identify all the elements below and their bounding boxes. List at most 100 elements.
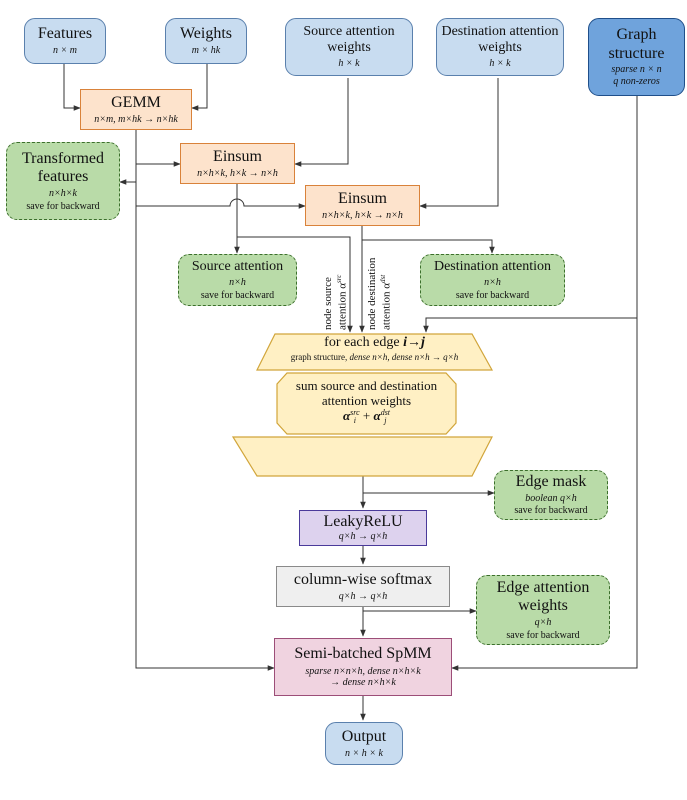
graph-structure-node: Graph structure sparse n × n q non-zeros <box>588 18 685 96</box>
output-title: Output <box>341 727 387 745</box>
source-attention-node: Source attention n×h save for backward <box>178 254 297 306</box>
gemm-title: GEMM <box>111 93 161 111</box>
spmm-shape-line2: → dense n×h×k <box>330 677 396 689</box>
softmax-title: column-wise softmax <box>293 570 433 588</box>
destination-attention-save: save for backward <box>455 289 530 301</box>
softmax-shape: q×h → q×h <box>338 590 388 602</box>
weights-title: Weights <box>179 25 233 43</box>
destination-attention-weights-title: Destination attention weights <box>441 24 559 56</box>
softmax-node: column-wise softmax q×h → q×h <box>276 566 450 607</box>
sum-src-sup: src <box>350 407 360 417</box>
wire-trunk-einsum2 <box>136 198 306 209</box>
sum-alpha-i: α <box>342 407 351 423</box>
for-each-edge-title: for each edge i→j <box>257 335 492 351</box>
wire-graph-foreach <box>423 96 638 333</box>
wire-graph-spmm <box>451 318 638 671</box>
weights-shape: m × hk <box>191 45 221 57</box>
einsum-source-title: Einsum <box>213 147 262 165</box>
wire-dstw-einsum2 <box>419 78 499 209</box>
sum-attention-line1: sum source and destination <box>295 378 438 393</box>
node-source-attention-label: node source attention αsrc <box>322 275 349 330</box>
sum-attention-line2: attention weights <box>321 392 412 408</box>
gemm-shape: n×m, m×hk → n×hk <box>94 113 178 125</box>
graph-structure-nnz: q non-zeros <box>613 76 660 88</box>
output-shape: n × h × k <box>345 747 383 759</box>
destination-attention-weights-node: Destination attention weights h × k <box>436 18 564 76</box>
leakyrelu-node: LeakyReLU q×h → q×h <box>299 510 427 546</box>
source-attention-shape: n×h <box>229 277 246 289</box>
graph-structure-sparse-text: sparse n × n <box>611 63 662 75</box>
node-destination-attention-alpha: attention α <box>380 282 393 330</box>
wire-weights-gemm <box>191 64 208 111</box>
wire-gemm-trunk <box>135 130 275 671</box>
for-each-edge-text: for each edge i→j graph structure, dense… <box>257 335 492 362</box>
edge-mask-node: Edge mask boolean q×h save for backward <box>494 470 608 520</box>
wire-einsum2-dstattn <box>361 226 495 254</box>
destination-attention-node: Destination attention n×h save for backw… <box>420 254 565 306</box>
einsum-source-node: Einsum n×h×k, h×k → n×h <box>180 143 295 184</box>
for-each-edge-sub-plain: graph structure, <box>290 352 350 363</box>
for-each-edge-var: i→j <box>403 335 425 350</box>
spmm-node: Semi-batched SpMM sparse n×n×h, dense n×… <box>274 638 452 696</box>
for-each-edge-sub: graph structure, dense n×h, dense n×h → … <box>257 352 492 362</box>
edge-attention-weights-save: save for backward <box>506 629 580 641</box>
edge-attention-weights-title: Edge attention weights <box>496 578 590 614</box>
merge-shape <box>231 436 493 477</box>
for-each-edge-shape <box>256 333 494 371</box>
node-source-attention-line2: attention αsrc <box>335 275 349 330</box>
destination-attention-shape: n×h <box>484 277 501 289</box>
node-source-attention-alpha: attention α <box>336 282 349 330</box>
for-each-edge-sub-italic: dense n×h, dense n×h → q×h <box>349 352 459 363</box>
for-each-edge-prefix: for each edge <box>324 335 404 350</box>
sum-attention-text: sum source and destination attention wei… <box>277 378 456 425</box>
output-node: Output n × h × k <box>325 722 403 765</box>
edge-mask-shape: boolean q×h <box>525 492 577 504</box>
sum-j-sub: j <box>384 415 387 425</box>
spmm-title: Semi-batched SpMM <box>294 645 432 663</box>
transformed-features-node: Transformed features n×h×k save for back… <box>6 142 120 220</box>
sum-alpha-j: α <box>373 407 381 423</box>
spmm-shape-line1: sparse n×n×h, dense n×h×k <box>305 665 421 677</box>
einsum-destination-node: Einsum n×h×k, h×k → n×h <box>305 185 420 226</box>
transformed-features-title: Transformed features <box>21 149 105 185</box>
sum-dst-sup: dst <box>380 407 391 417</box>
destination-attention-title: Destination attention <box>433 258 552 274</box>
edge-mask-title: Edge mask <box>515 473 587 491</box>
edge-mask-save: save for backward <box>514 505 588 517</box>
leakyrelu-shape: q×h → q×h <box>338 531 388 543</box>
einsum-destination-shape: n×h×k, h×k → n×h <box>322 209 403 221</box>
node-destination-attention-sup: dst <box>378 274 387 283</box>
edge-attention-weights-shape: q×h <box>534 617 552 629</box>
source-attention-weights-node: Source attention weights h × k <box>285 18 413 76</box>
node-destination-attention-line2: attention αdst <box>379 258 393 330</box>
einsum-source-shape: n×h×k, h×k → n×h <box>197 167 278 179</box>
wire-features-gemm <box>63 64 81 111</box>
source-attention-save: save for backward <box>200 289 275 301</box>
weights-node: Weights m × hk <box>165 18 247 64</box>
leakyrelu-title: LeakyReLU <box>323 513 403 531</box>
node-source-attention-line1: node source <box>322 277 334 330</box>
gemm-node: GEMM n×m, m×hk → n×hk <box>80 89 192 130</box>
source-attention-weights-title: Source attention weights <box>303 24 395 56</box>
destination-attention-weights-shape: h × k <box>489 58 511 70</box>
edge-attention-weights-node: Edge attention weights q×h save for back… <box>476 575 610 645</box>
transformed-features-save: save for backward <box>26 200 100 212</box>
source-attention-title: Source attention <box>191 258 284 274</box>
transformed-features-shape: n×h×k <box>49 188 77 200</box>
graph-structure-sparse: sparse n × n <box>611 64 661 76</box>
sum-shape <box>276 372 457 435</box>
node-destination-attention-label: node destination attention αdst <box>366 258 393 330</box>
node-source-attention-sup: src <box>334 274 343 283</box>
wire-einsum1-foreach <box>237 236 353 333</box>
graph-structure-title: Graph structure <box>608 26 665 62</box>
einsum-destination-title: Einsum <box>338 189 387 207</box>
sum-i-sub: i <box>353 415 357 425</box>
source-attention-weights-shape: h × k <box>338 58 360 70</box>
features-shape: n × m <box>53 45 77 57</box>
node-destination-attention-line1: node destination <box>366 257 378 330</box>
sum-plus: + <box>359 407 374 423</box>
